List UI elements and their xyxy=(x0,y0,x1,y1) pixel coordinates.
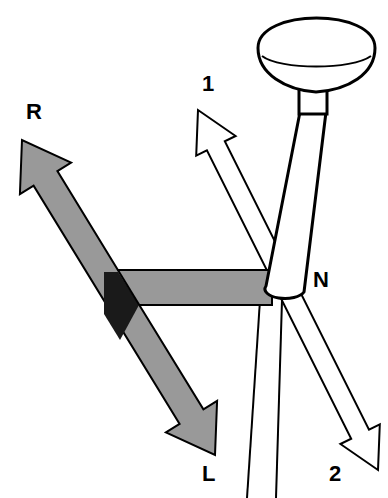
gate-shadow xyxy=(104,272,139,340)
position-label: L xyxy=(202,462,215,486)
lever-shaft xyxy=(247,300,260,498)
gate-arrow-r-l xyxy=(20,140,272,455)
lever-knob xyxy=(258,18,375,92)
position-label: N xyxy=(313,268,329,292)
position-label: 2 xyxy=(329,462,341,486)
gate-edge xyxy=(118,270,139,305)
position-label: 1 xyxy=(202,72,214,96)
knob-rim xyxy=(262,56,371,67)
lever-shaft xyxy=(276,300,282,498)
position-label: R xyxy=(26,100,42,124)
